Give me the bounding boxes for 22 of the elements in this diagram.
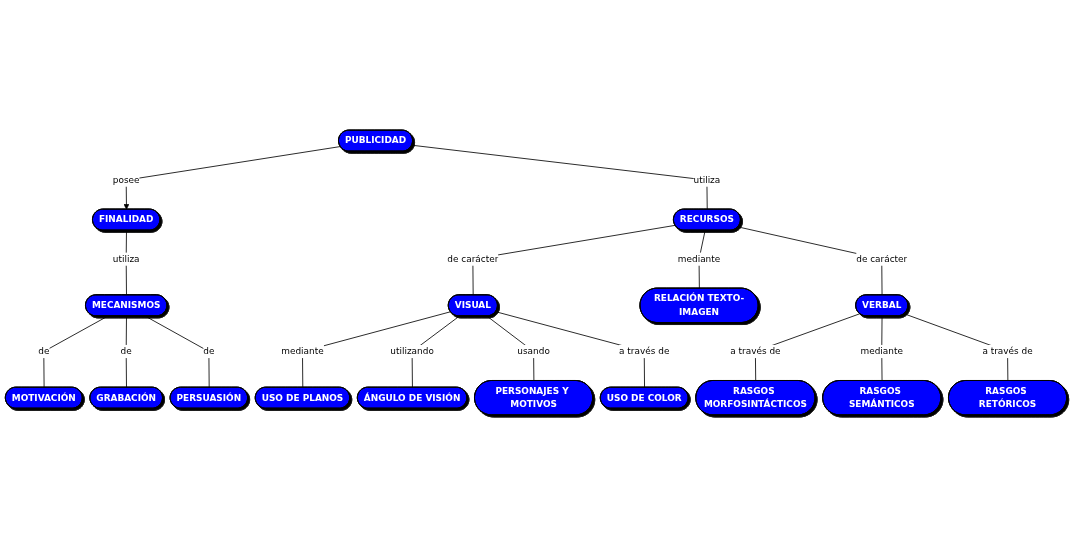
edge-label: de carácter <box>856 253 908 264</box>
edge-label: utiliza <box>693 174 721 185</box>
edge-label: de <box>120 346 132 357</box>
edge-label: mediante <box>281 346 324 357</box>
connector <box>125 315 127 388</box>
edge-label: utilizando <box>390 346 434 357</box>
edge-label: de <box>203 346 215 357</box>
connector <box>411 144 708 210</box>
edge-label: de carácter <box>447 253 499 264</box>
edge-label: mediante <box>677 253 721 264</box>
edge-label: posee <box>112 174 140 185</box>
edge-label: a través de <box>982 346 1033 357</box>
connector <box>495 311 645 388</box>
connector <box>302 311 451 388</box>
edge-label: a través de <box>730 346 781 357</box>
edge-label: utiliza <box>112 253 140 264</box>
edge-label: mediante <box>860 346 903 357</box>
connector <box>144 315 210 388</box>
edge-label: a través de <box>619 346 670 357</box>
connector <box>43 315 109 388</box>
edge-label: de <box>38 346 50 357</box>
edge-label: usando <box>517 346 550 357</box>
